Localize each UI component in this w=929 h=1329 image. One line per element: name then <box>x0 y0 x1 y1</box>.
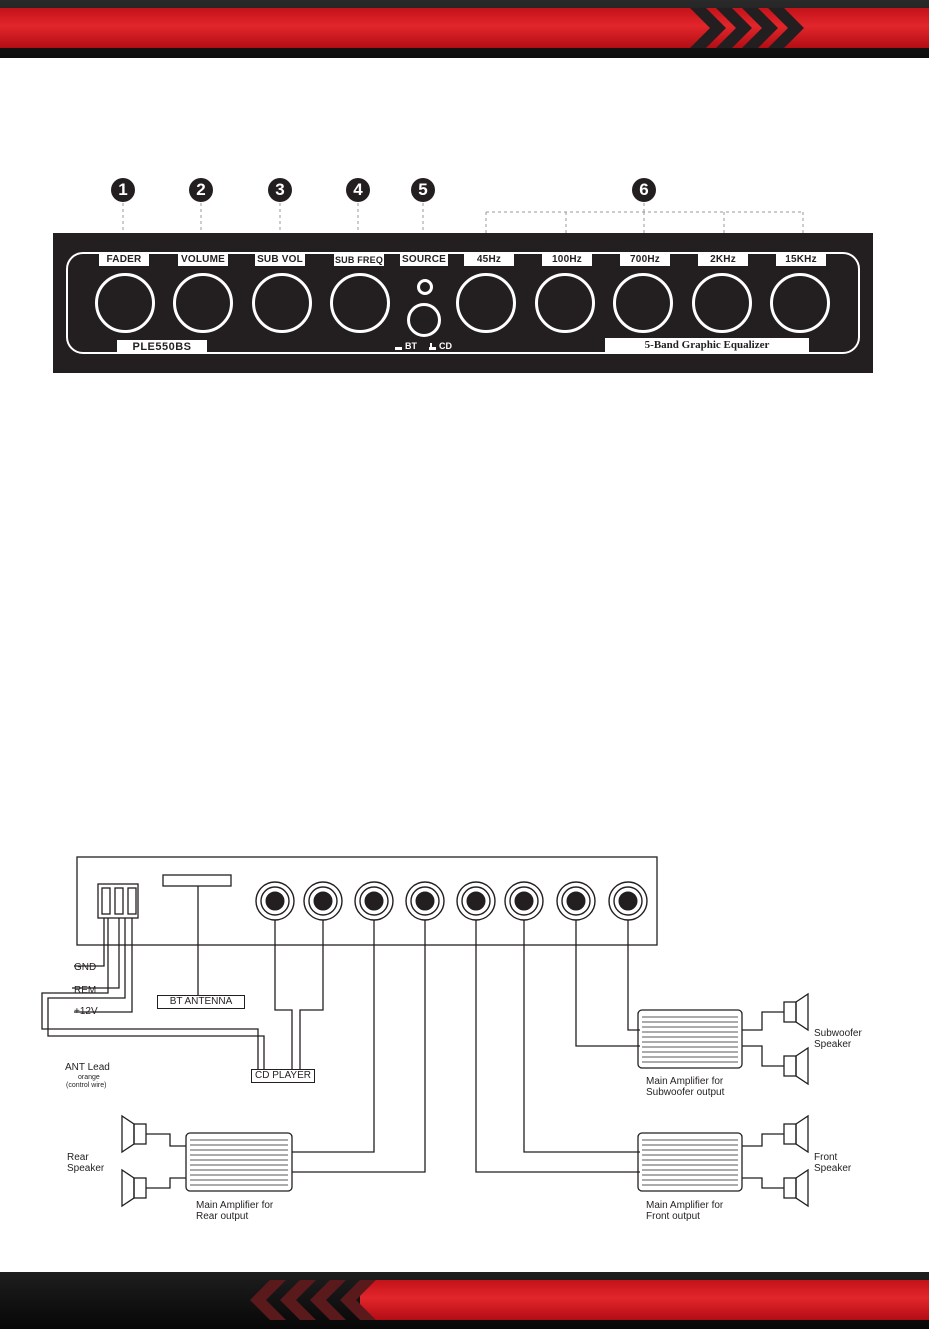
eq-2khz-knob[interactable] <box>692 273 752 333</box>
model-label: PLE550BS <box>117 340 207 354</box>
front-amp-label-2: Front output <box>646 1211 700 1222</box>
switch-label-cd: CD <box>439 341 452 351</box>
bt-antenna-box: BT ANTENNA <box>157 995 245 1009</box>
ant-orange-label: orange <box>78 1074 100 1081</box>
rca-jack-6 <box>504 881 544 921</box>
rca-jack-3 <box>354 881 394 921</box>
bt-switch-icon <box>395 347 402 350</box>
sub-freq-knob[interactable] <box>330 273 390 333</box>
footer-chevrons <box>250 1280 376 1320</box>
sub-amp-label-1: Main Amplifier for <box>646 1076 724 1087</box>
footer-red-stripe <box>360 1280 929 1320</box>
label-sub-vol: SUB VOL <box>255 254 305 266</box>
rca-jack-5 <box>456 881 496 921</box>
label-source: SOURCE <box>400 254 448 266</box>
rear-speaker-label-2: Speaker <box>67 1163 105 1174</box>
rca-jack-4 <box>405 881 445 921</box>
ant-lead-label: ANT Lead <box>65 1062 110 1073</box>
eq-15khz-knob[interactable] <box>770 273 830 333</box>
label-sub-freq: SUB FREQ <box>334 254 384 266</box>
source-button[interactable] <box>407 303 441 337</box>
rca-jack-2 <box>303 881 343 921</box>
eq-100hz-knob[interactable] <box>535 273 595 333</box>
rear-speaker-label-1: Rear <box>67 1152 89 1163</box>
rear-amp-label-1: Main Amplifier for <box>196 1200 274 1211</box>
marker-3: 3 <box>268 178 292 202</box>
volume-knob[interactable] <box>173 273 233 333</box>
label-2khz: 2KHz <box>698 254 748 266</box>
marker-4: 4 <box>346 178 370 202</box>
cd-switch-icon <box>429 343 436 350</box>
sub-amp-label-2: Subwoofer output <box>646 1087 725 1098</box>
label-700hz: 700Hz <box>620 254 670 266</box>
label-100hz: 100Hz <box>542 254 592 266</box>
rca-jack-8 <box>608 881 648 921</box>
marker-6: 6 <box>632 178 656 202</box>
cd-player-box: CD PLAYER <box>251 1069 315 1083</box>
sub-speaker-label-2: Speaker <box>814 1039 852 1050</box>
label-volume: VOLUME <box>178 254 228 266</box>
label-45hz: 45Hz <box>464 254 514 266</box>
eq-700hz-knob[interactable] <box>613 273 673 333</box>
sub-vol-knob[interactable] <box>252 273 312 333</box>
rear-amp-label-2: Rear output <box>196 1211 249 1222</box>
marker-5: 5 <box>411 178 435 202</box>
rca-jack-7 <box>556 881 596 921</box>
rem-label: REM <box>74 985 97 996</box>
eq-45hz-knob[interactable] <box>456 273 516 333</box>
label-fader: FADER <box>99 254 149 266</box>
wiring-diagram <box>41 856 809 1208</box>
front-amp-label-1: Main Amplifier for <box>646 1200 724 1211</box>
sub-speaker-label-1: Subwoofer <box>814 1028 862 1039</box>
label-15khz: 15KHz <box>776 254 826 266</box>
marker-leader-lines <box>122 203 804 252</box>
front-speaker-label-2: Speaker <box>814 1163 852 1174</box>
ant-control-label: (control wire) <box>66 1082 107 1089</box>
unit-rear-panel <box>76 856 658 946</box>
marker-2: 2 <box>189 178 213 202</box>
gnd-label: GND <box>74 962 97 973</box>
fader-knob[interactable] <box>95 273 155 333</box>
front-speaker-label-1: Front <box>814 1152 838 1163</box>
switch-label-bt: BT <box>405 341 417 351</box>
marker-1: 1 <box>111 178 135 202</box>
plus12v-label: +12V <box>74 1006 98 1017</box>
front-panel: FADER VOLUME SUB VOL SUB FREQ SOURCE 45H… <box>53 233 873 373</box>
panel-outline <box>66 252 860 354</box>
header-chevrons <box>690 8 804 48</box>
source-indicator-led <box>417 279 433 295</box>
eq-name-label: 5-Band Graphic Equalizer <box>605 338 809 352</box>
rca-jack-1 <box>255 881 295 921</box>
